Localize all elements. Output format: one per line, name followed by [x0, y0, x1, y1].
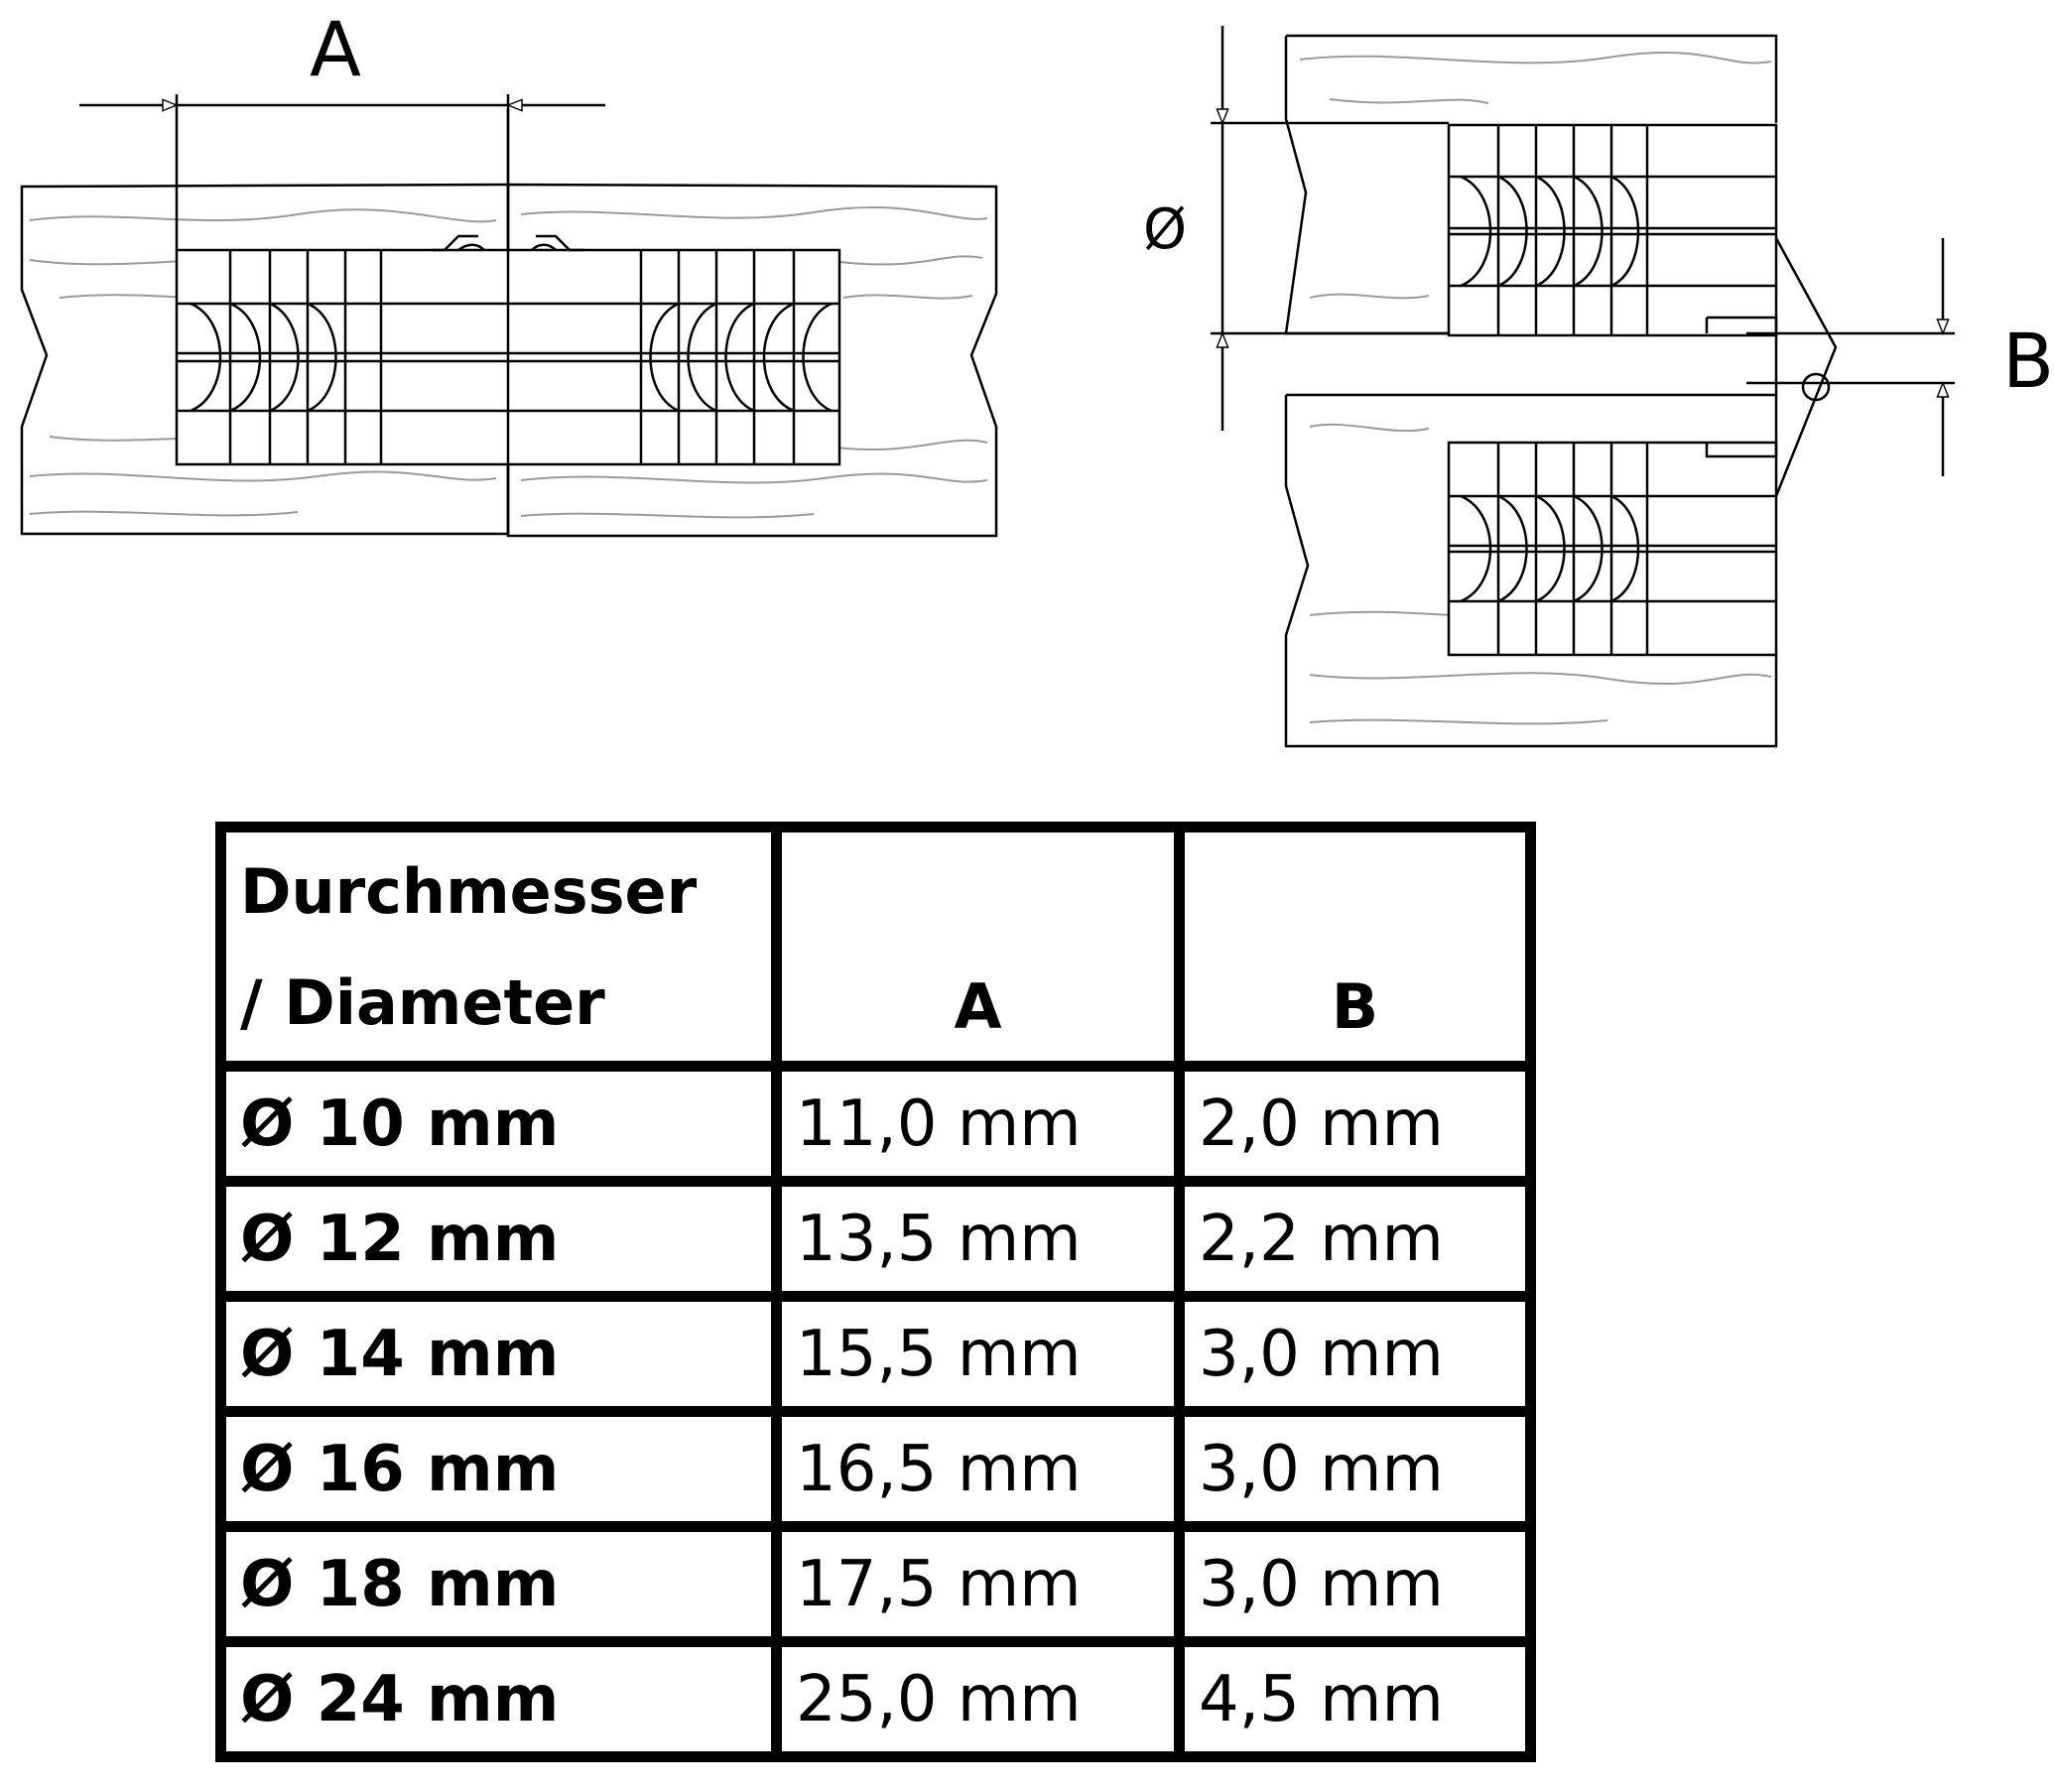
dimension-table: Durchmesser / Diameter A B Ø 10 mm 11,0 …	[215, 822, 1536, 1762]
table-row: Ø 18 mm 17,5 mm 3,0 mm	[215, 1521, 1536, 1647]
cell-b: 4,5 mm	[1174, 1636, 1536, 1762]
table-row: Ø 24 mm 25,0 mm 4,5 mm	[215, 1636, 1536, 1762]
table-row: Ø 16 mm 16,5 mm 3,0 mm	[215, 1406, 1536, 1532]
header-b: B	[1174, 822, 1536, 1072]
cell-diameter: Ø 18 mm	[215, 1521, 782, 1647]
cell-b: 3,0 mm	[1174, 1406, 1536, 1532]
header-a: A	[771, 822, 1185, 1072]
cell-diameter: Ø 10 mm	[215, 1061, 782, 1187]
right-view-gap	[1284, 34, 1838, 748]
label-b: B	[2002, 317, 2054, 405]
header-diameter: Durchmesser / Diameter	[215, 822, 782, 1072]
cell-b: 3,0 mm	[1174, 1521, 1536, 1647]
cell-a: 15,5 mm	[771, 1291, 1185, 1417]
dimension-diameter	[1211, 26, 1449, 431]
header-diameter-line2: / Diameter	[240, 966, 605, 1039]
cell-diameter: Ø 14 mm	[215, 1291, 782, 1417]
cell-a: 11,0 mm	[771, 1061, 1185, 1187]
cell-b: 2,0 mm	[1174, 1061, 1536, 1187]
dimension-a	[79, 94, 605, 250]
cell-diameter: Ø 24 mm	[215, 1636, 782, 1762]
label-a: A	[310, 5, 361, 93]
label-diameter: Ø	[1143, 197, 1187, 262]
cell-a: 25,0 mm	[771, 1636, 1185, 1762]
cell-b: 3,0 mm	[1174, 1291, 1536, 1417]
table-header-row: Durchmesser / Diameter A B	[215, 822, 1536, 1072]
cell-diameter: Ø 16 mm	[215, 1406, 782, 1532]
left-view-joint	[20, 109, 998, 538]
cell-a: 17,5 mm	[771, 1521, 1185, 1647]
header-diameter-line1: Durchmesser	[240, 855, 698, 928]
cell-b: 2,2 mm	[1174, 1176, 1536, 1302]
table-row: Ø 10 mm 11,0 mm 2,0 mm	[215, 1061, 1536, 1187]
cell-a: 16,5 mm	[771, 1406, 1185, 1532]
dimension-b	[1746, 238, 1955, 476]
table-row: Ø 14 mm 15,5 mm 3,0 mm	[215, 1291, 1536, 1417]
table-row: Ø 12 mm 13,5 mm 2,2 mm	[215, 1176, 1536, 1302]
cell-diameter: Ø 12 mm	[215, 1176, 782, 1302]
technical-drawing: A	[20, 5, 2054, 748]
cell-a: 13,5 mm	[771, 1176, 1185, 1302]
